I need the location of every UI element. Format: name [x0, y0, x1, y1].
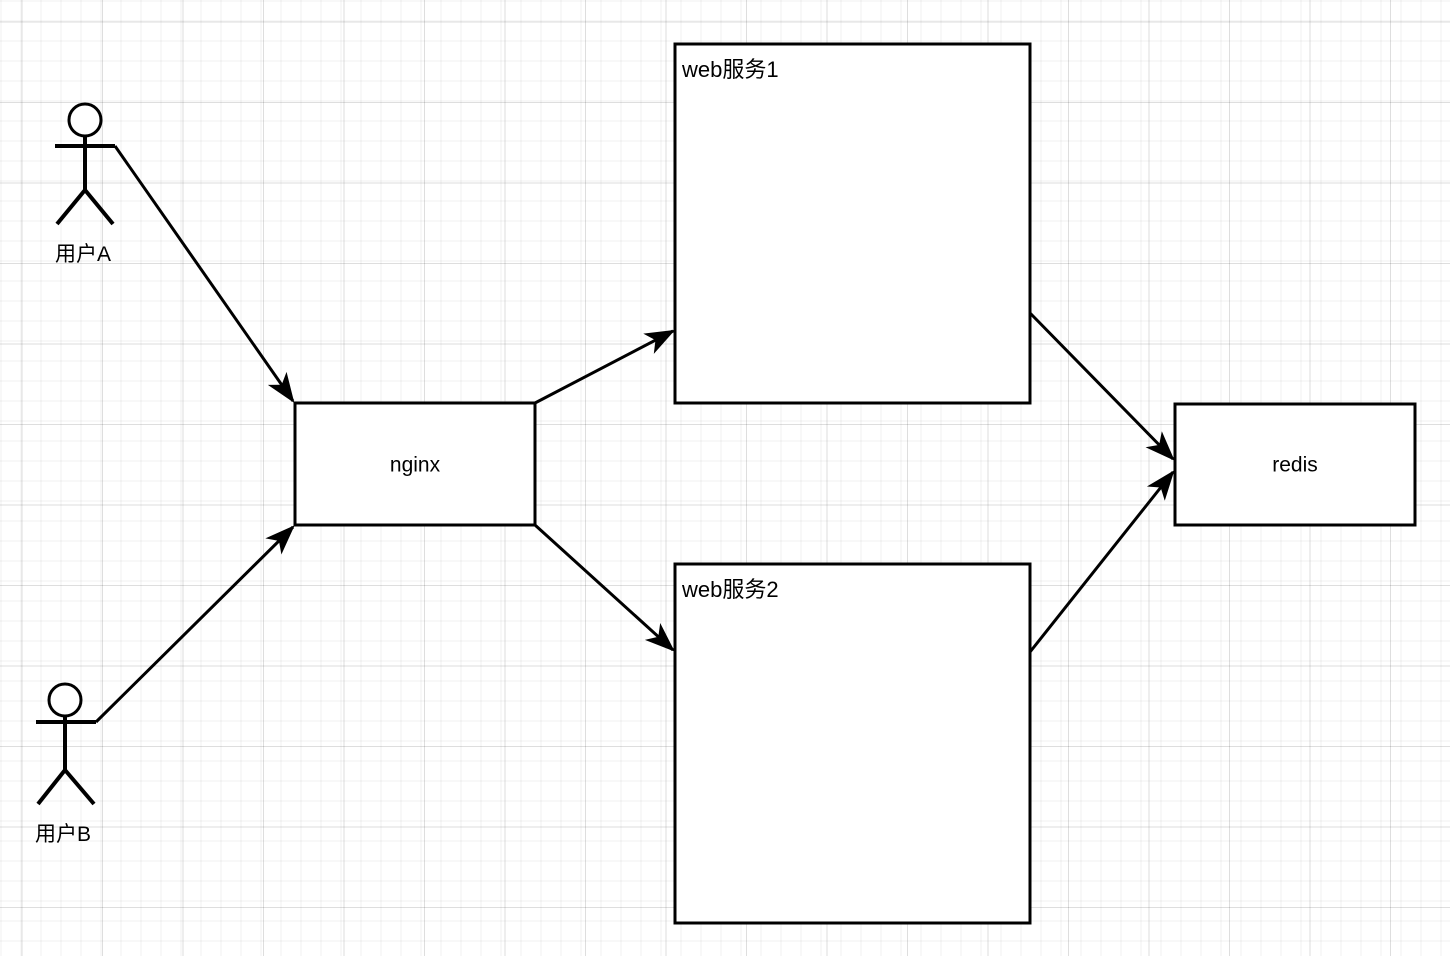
node-redis-box[interactable] [1173, 402, 1417, 527]
actor-right-leg-line [83, 188, 115, 226]
node-redis-label: redis [1272, 454, 1318, 477]
node-nginx[interactable]: nginx [293, 401, 537, 527]
actor-user-a[interactable]: 用户A [55, 102, 115, 266]
actor-right-leg-line [63, 768, 96, 806]
actor-user-b[interactable]: 用户B [35, 682, 96, 846]
edge-web-service-2-to-redis[interactable] [1028, 470, 1175, 653]
edge-web-service-1-to-redis[interactable] [1028, 311, 1175, 461]
actor-user-b-label: 用户B [35, 823, 91, 846]
actor-head-icon [47, 682, 83, 718]
node-web-service-1[interactable]: web服务1 [673, 42, 1032, 405]
actor-left-leg-line [36, 768, 67, 806]
node-nginx-label: nginx [390, 454, 441, 477]
edge-actor-a-to-nginx[interactable] [113, 145, 295, 403]
node-web-service-2[interactable]: web服务2 [673, 562, 1032, 925]
node-redis[interactable]: redis [1173, 402, 1417, 527]
node-web-service-1-label: web服务1 [681, 57, 779, 82]
edge-actor-b-to-nginx[interactable] [94, 525, 295, 724]
actor-head-icon [67, 102, 103, 138]
actor-user-a-label: 用户A [55, 243, 111, 266]
node-web-service-1-box[interactable] [673, 42, 1032, 405]
node-web-service-2-label: web服务2 [681, 577, 779, 602]
actor-left-leg-line [55, 188, 87, 226]
edge-nginx-to-web-service-2[interactable] [533, 523, 675, 652]
edge-nginx-to-web-service-1[interactable] [534, 329, 676, 405]
node-web-service-2-box[interactable] [673, 562, 1032, 925]
node-nginx-box[interactable] [293, 401, 537, 527]
edges-layer [94, 145, 1175, 724]
